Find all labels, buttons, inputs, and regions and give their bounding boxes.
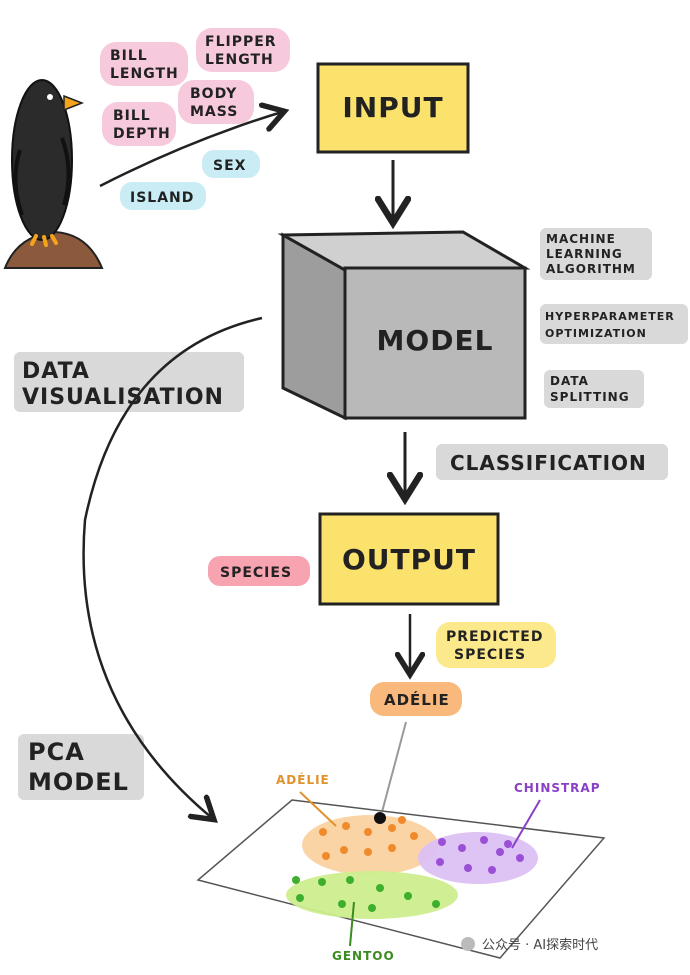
cluster-point xyxy=(318,878,326,886)
bill-length-line1: BILL xyxy=(110,48,148,64)
cluster-point xyxy=(340,846,348,854)
flipper-length-line1: FLIPPER xyxy=(205,34,277,50)
prediction-label: ADÉLIE xyxy=(384,690,450,709)
tag-prediction-adelie: ADÉLIE xyxy=(370,682,462,716)
ml-line1: MACHINE xyxy=(546,232,616,246)
label-data-visualisation: DATA VISUALISATION xyxy=(14,352,244,412)
sex-label: SEX xyxy=(213,158,246,174)
arrow-model-to-pca xyxy=(82,316,263,818)
hyper-line1: HYPERPARAMETER xyxy=(545,310,675,323)
split-line1: DATA xyxy=(550,374,589,388)
watermark-text: 公众号 · AI探索时代 xyxy=(482,938,598,953)
species-label: SPECIES xyxy=(220,565,292,581)
cluster-point xyxy=(338,900,346,908)
classification-label: CLASSIFICATION xyxy=(450,451,647,475)
cluster-points xyxy=(292,812,524,912)
tag-bill-length: BILL LENGTH xyxy=(100,42,188,86)
cluster-point xyxy=(364,848,372,856)
cluster-point xyxy=(388,824,396,832)
cluster-point xyxy=(432,900,440,908)
connector-chinstrap xyxy=(511,799,541,849)
tag-sex: SEX xyxy=(202,150,260,178)
output-box: OUTPUT xyxy=(318,512,500,606)
cluster-label-gentoo: GENTOO xyxy=(332,949,395,963)
cluster-point xyxy=(504,840,512,848)
tag-species: SPECIES xyxy=(208,556,310,586)
bill-depth-line2: DEPTH xyxy=(113,126,171,142)
input-box: INPUT xyxy=(316,62,470,154)
adelie-cluster xyxy=(302,815,438,875)
cluster-point xyxy=(496,848,504,856)
tag-predicted-species: PREDICTED SPECIES xyxy=(436,622,556,668)
cluster-point xyxy=(296,894,304,902)
note-hyperparameter: HYPERPARAMETER OPTIMIZATION xyxy=(540,304,688,344)
body-mass-line1: BODY xyxy=(190,86,237,102)
note-ml-algorithm: MACHINE LEARNING ALGORITHM xyxy=(540,228,652,280)
pca-plane xyxy=(196,799,606,959)
cluster-point xyxy=(346,876,354,884)
cluster-label-adelie: ADÉLIE xyxy=(276,772,330,787)
cluster-point xyxy=(438,838,446,846)
cluster-point xyxy=(480,836,488,844)
penguin-illustration xyxy=(3,79,104,269)
tag-body-mass: BODY MASS xyxy=(178,80,254,124)
cluster-point xyxy=(488,866,496,874)
datavis-line2: VISUALISATION xyxy=(22,385,224,410)
cluster-point xyxy=(364,828,372,836)
cluster-point xyxy=(398,816,406,824)
tag-flipper-length: FLIPPER LENGTH xyxy=(196,28,290,72)
pca-line1: PCA xyxy=(28,738,85,766)
connector-adelie xyxy=(299,791,337,827)
cluster-point xyxy=(319,828,327,836)
connector-prediction-to-point xyxy=(381,721,407,813)
cluster-point xyxy=(376,884,384,892)
split-line2: SPLITTING xyxy=(550,390,630,404)
tag-bill-depth: BILL DEPTH xyxy=(102,102,176,146)
cluster-point xyxy=(410,832,418,840)
hyper-line2: OPTIMIZATION xyxy=(545,327,647,340)
input-label: INPUT xyxy=(342,91,443,124)
model-label: MODEL xyxy=(377,324,494,357)
cluster-point xyxy=(342,822,350,830)
output-label: OUTPUT xyxy=(342,543,476,576)
cluster-label-chinstrap: CHINSTRAP xyxy=(514,781,601,795)
connector-gentoo xyxy=(349,901,355,947)
wechat-icon xyxy=(461,937,475,951)
cluster-point xyxy=(458,844,466,852)
cluster-point xyxy=(368,904,376,912)
predicted-line2: SPECIES xyxy=(454,647,526,663)
tag-island: ISLAND xyxy=(120,182,206,210)
watermark: 公众号 · AI探索时代 xyxy=(461,937,598,953)
predicted-line1: PREDICTED xyxy=(446,629,543,645)
ml-line2: LEARNING xyxy=(546,247,623,261)
cluster-point xyxy=(464,864,472,872)
model-cube: MODEL xyxy=(277,230,531,421)
arrow-features-to-input xyxy=(99,112,282,188)
flipper-length-line2: LENGTH xyxy=(205,52,274,68)
bill-length-line2: LENGTH xyxy=(110,66,179,82)
cluster-point xyxy=(516,854,524,862)
label-pca-model: PCA MODEL xyxy=(18,734,144,800)
body-mass-line2: MASS xyxy=(190,104,238,120)
cluster-point xyxy=(388,844,396,852)
label-classification: CLASSIFICATION xyxy=(436,444,668,480)
cluster-point xyxy=(322,852,330,860)
ml-line3: ALGORITHM xyxy=(546,262,636,276)
cluster-point xyxy=(436,858,444,866)
datavis-line1: DATA xyxy=(22,359,90,384)
bill-depth-line1: BILL xyxy=(113,108,151,124)
cluster-point xyxy=(404,892,412,900)
cluster-point xyxy=(292,876,300,884)
island-label: ISLAND xyxy=(130,190,194,206)
gentoo-cluster xyxy=(286,871,458,919)
predicted-point xyxy=(374,812,386,824)
pca-line2: MODEL xyxy=(28,768,129,796)
note-data-splitting: DATA SPLITTING xyxy=(544,370,644,408)
